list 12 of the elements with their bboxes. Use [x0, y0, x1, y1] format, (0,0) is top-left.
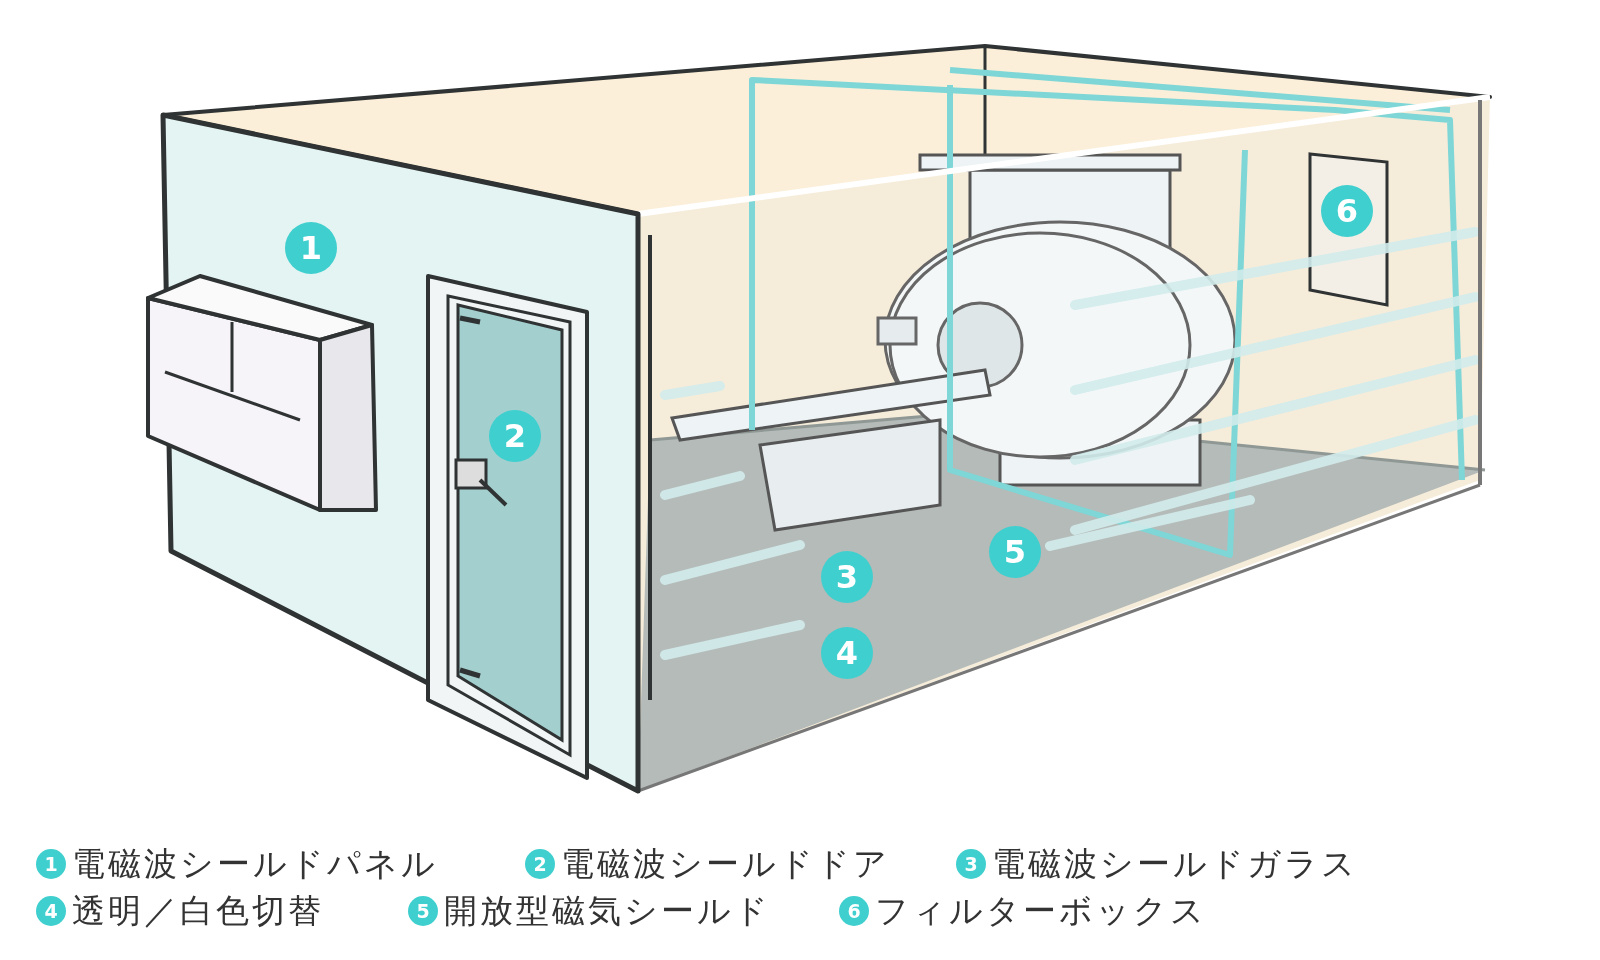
key-number: 2: [525, 849, 555, 879]
key-text: 電磁波シールドガラス: [992, 843, 1358, 885]
key-text: 電磁波シールドドア: [561, 843, 890, 885]
key-text: フィルターボックス: [875, 890, 1207, 932]
key-text: 透明／白色切替: [72, 890, 324, 932]
key-number: 6: [839, 896, 869, 926]
key-number: 3: [956, 849, 986, 879]
key-number: 4: [36, 896, 66, 926]
key-text: 電磁波シールドパネル: [72, 843, 438, 885]
key-number: 5: [408, 896, 438, 926]
key-text: 開放型磁気シールド: [444, 890, 771, 932]
key-number: 1: [36, 849, 66, 879]
